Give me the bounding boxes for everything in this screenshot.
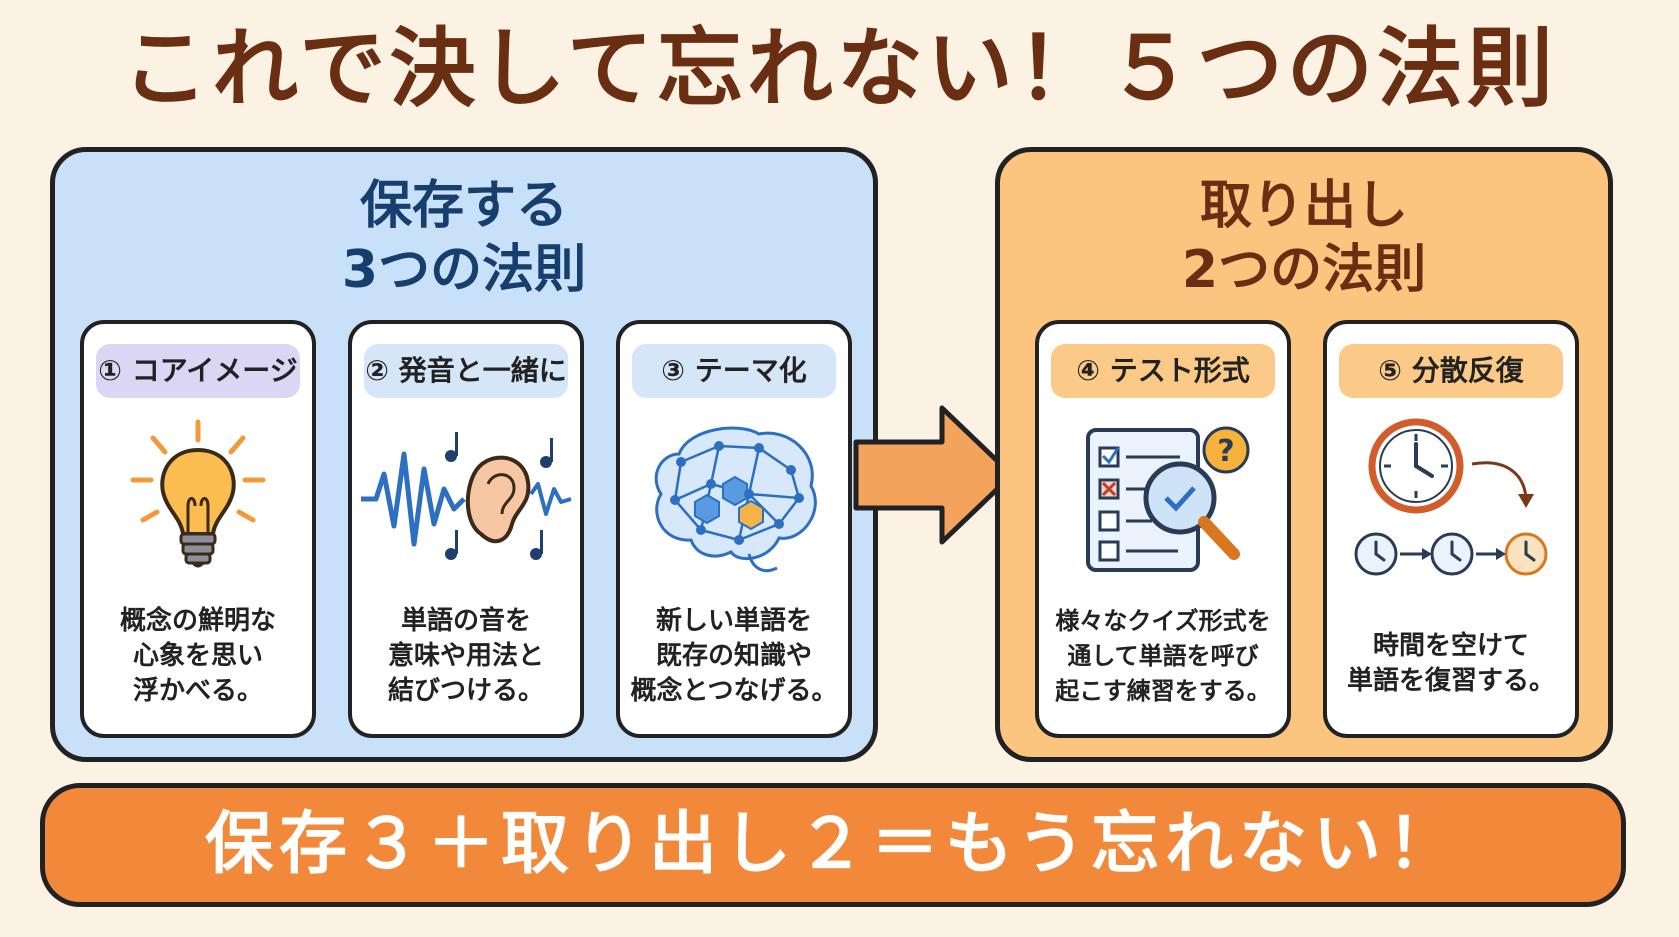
rule-card-spaced-repetition: ⑤ 分散反復	[1323, 320, 1579, 738]
desc-line: 結びつける。	[387, 676, 544, 706]
desc-line: 様々なクイズ形式を	[1055, 607, 1271, 635]
summary-banner: 保存３＋取り出し２＝もう忘れない！	[40, 783, 1626, 907]
store-panel-heading: 保存する 3つの法則	[55, 174, 873, 302]
rule-card-pronunciation: ② 発音と一緒に 単語の音を 意味や用法と 結びつける。	[348, 320, 584, 738]
desc-line: 既存の知識や	[655, 641, 812, 671]
desc-line: 概念の鮮明な	[119, 606, 276, 636]
page-title: これで決して忘れない！５つの法則	[122, 19, 1557, 119]
rule-card-description: 時間を空けて 単語を復習する。	[1333, 629, 1569, 699]
desc-line: 単語の音を	[400, 606, 531, 636]
rule-card-label: ④ テスト形式	[1051, 344, 1275, 398]
svg-text:?: ?	[1217, 434, 1234, 469]
desc-line: 通して単語を呼び	[1067, 642, 1259, 670]
desc-line: 浮かべる。	[132, 676, 263, 706]
store-heading-line2: 3つの法則	[341, 240, 587, 300]
rule-card-theme: ③ テーマ化	[616, 320, 852, 738]
rule-card-testing: ④ テスト形式 ?	[1035, 320, 1291, 738]
store-heading-line1: 保存する	[359, 176, 568, 236]
brain-network-icon	[620, 414, 848, 594]
retrieve-heading-line1: 取り出し	[1199, 176, 1408, 236]
desc-line: 概念とつなげる。	[630, 676, 838, 706]
desc-line: 時間を空けて	[1372, 631, 1529, 661]
rule-card-core-image: ① コアイメージ 概念の鮮明な	[80, 320, 316, 738]
rule-card-label: ③ テーマ化	[632, 344, 836, 398]
rule-card-description: 様々なクイズ形式を 通して単語を呼び 起こす練習をする。	[1045, 604, 1281, 709]
clock-interval-icon	[1327, 414, 1575, 594]
desc-line: 単語を復習する。	[1346, 666, 1555, 696]
rule-card-label: ⑤ 分散反復	[1339, 344, 1563, 398]
rule-card-description: 新しい単語を 既存の知識や 概念とつなげる。	[626, 604, 842, 709]
desc-line: 意味や用法と	[387, 641, 544, 671]
lightbulb-icon	[84, 414, 312, 594]
ear-soundwave-icon	[352, 414, 580, 594]
store-rules-panel: 保存する 3つの法則 ① コアイメージ	[50, 147, 878, 762]
rule-card-label: ① コアイメージ	[96, 344, 300, 398]
desc-line: 起こす練習をする。	[1055, 677, 1271, 705]
retrieve-rules-panel: 取り出し 2つの法則 ④ テスト形式	[995, 147, 1613, 762]
rule-card-description: 単語の音を 意味や用法と 結びつける。	[358, 604, 574, 709]
quiz-magnifier-icon: ?	[1039, 414, 1287, 594]
desc-line: 新しい単語を	[655, 606, 812, 636]
retrieve-panel-heading: 取り出し 2つの法則	[1000, 174, 1608, 302]
desc-line: 心象を思い	[132, 641, 263, 671]
retrieve-heading-line2: 2つの法則	[1181, 240, 1427, 300]
rule-card-description: 概念の鮮明な 心象を思い 浮かべる。	[90, 604, 306, 709]
rule-card-label: ② 発音と一緒に	[364, 344, 568, 398]
right-arrow-icon	[850, 400, 1020, 554]
